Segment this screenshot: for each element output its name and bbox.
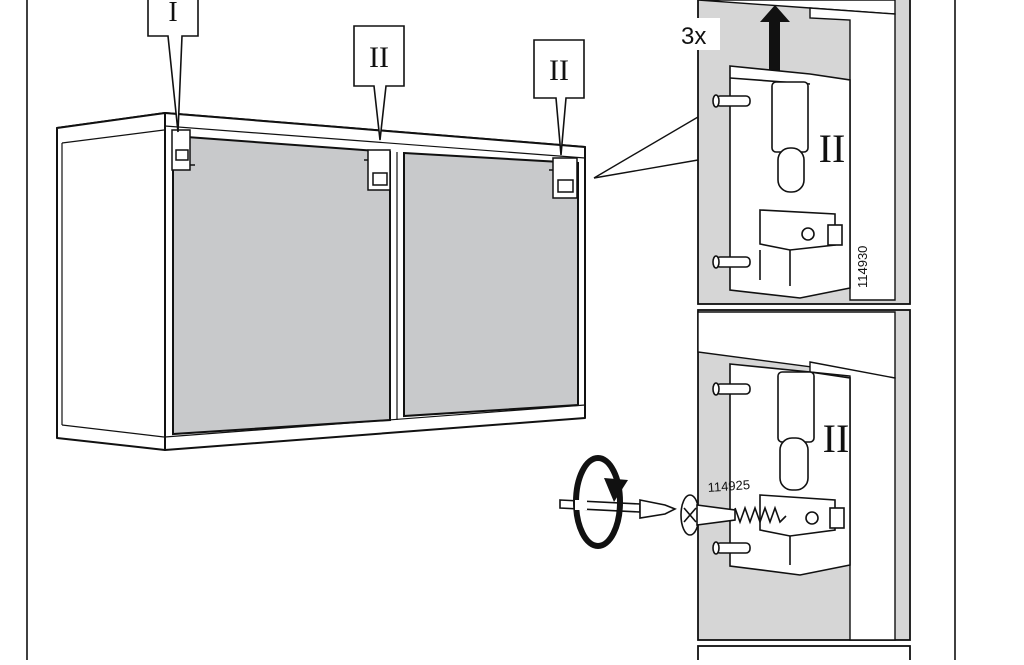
detail-bottom-part-number: 114925 (707, 477, 750, 495)
detail-bottom-bracket-mark: II (823, 416, 850, 461)
hinge-bracket-middle (364, 149, 391, 191)
callout-text-middle: II (369, 41, 389, 74)
screw-icon (680, 494, 787, 536)
callout-text-left: I (168, 0, 177, 28)
multiplier-label: 3x (681, 23, 706, 50)
rotation-arrow-icon (573, 455, 628, 549)
detail-panel-bottom: II (697, 309, 911, 641)
detail-top-part-number: 114930 (855, 246, 870, 288)
callout-label-left: I (147, 0, 199, 133)
hinge-bracket-right (549, 157, 578, 199)
hinge-bracket-left (171, 129, 195, 171)
callout-text-right: II (549, 54, 569, 87)
detail-panel-next (697, 645, 911, 665)
up-arrow-icon (760, 5, 790, 72)
callout-label-middle: II (353, 25, 405, 141)
right-glass-door (403, 151, 579, 418)
zoom-pointer (593, 116, 699, 179)
left-glass-door (172, 134, 391, 436)
detail-top-bracket-mark: II (819, 126, 846, 171)
detail-panel-top: II 114930 (697, 0, 911, 305)
callout-label-right: II (533, 39, 585, 156)
